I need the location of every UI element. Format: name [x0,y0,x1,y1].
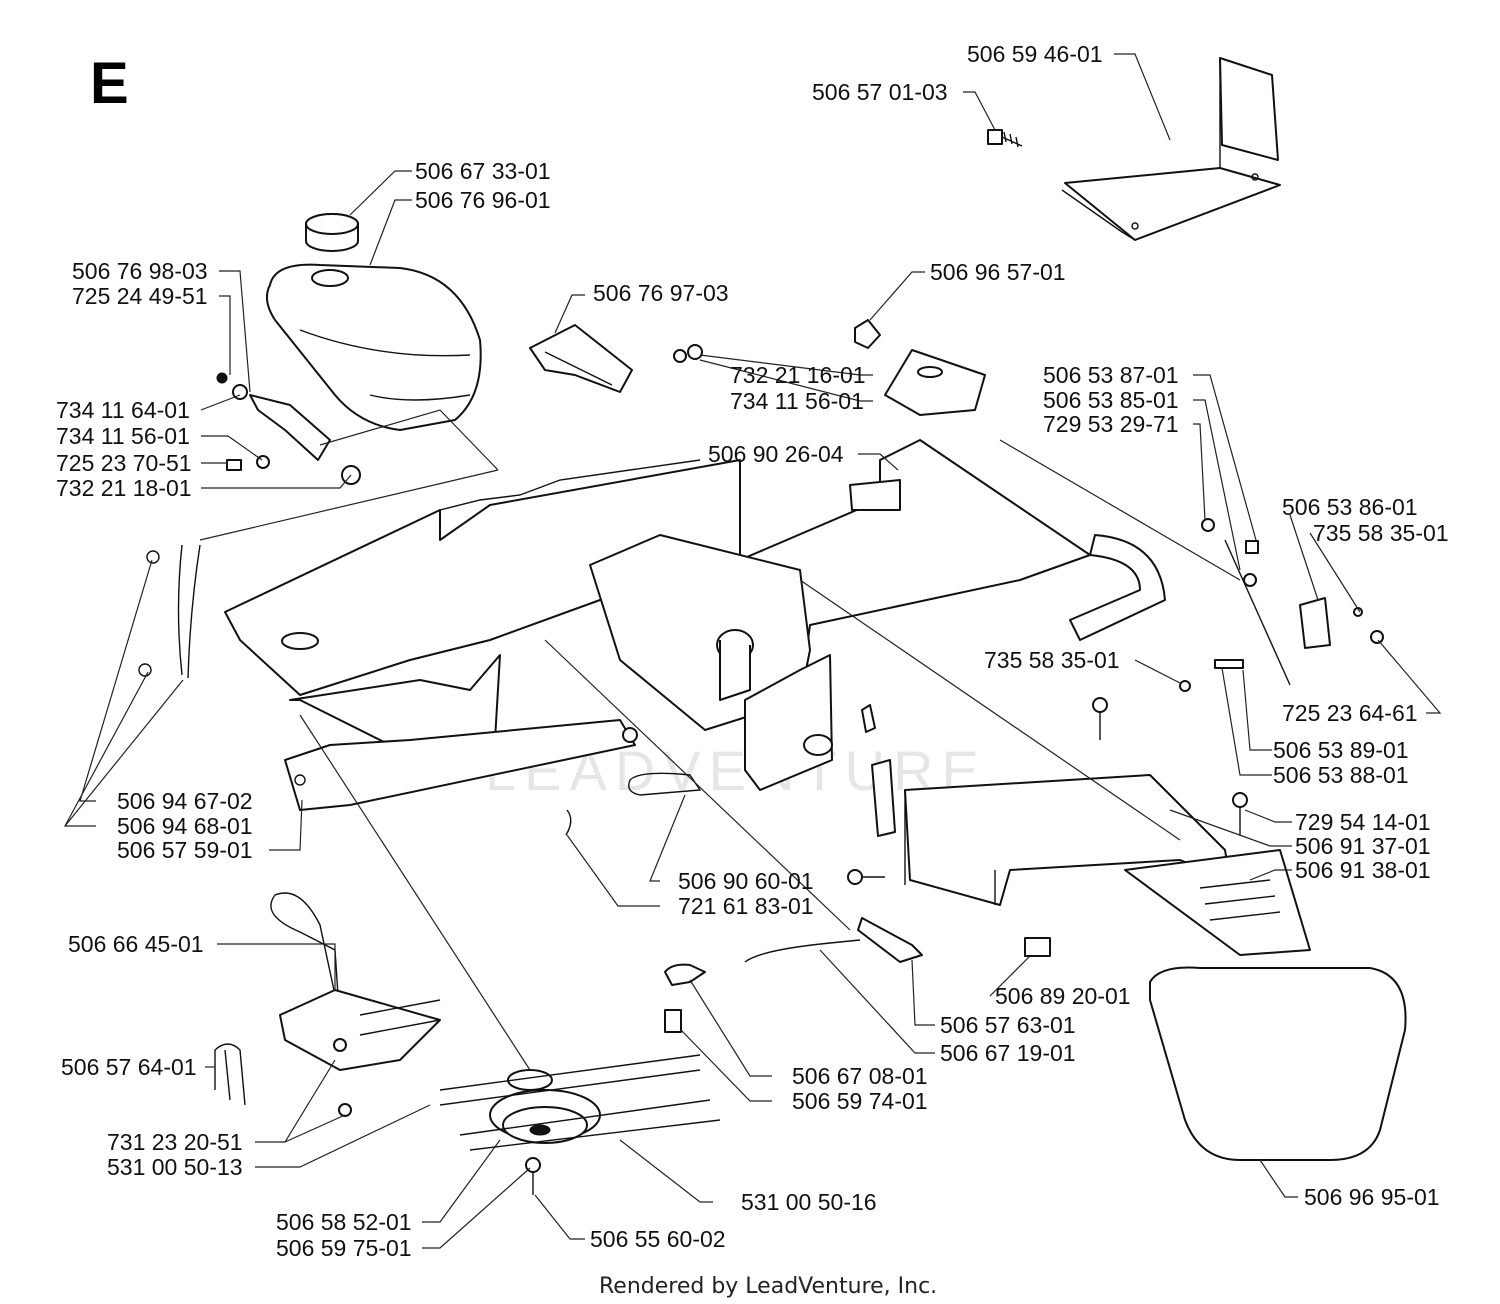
part-label: 506 90 26-04 [708,441,844,467]
part-label: 506 57 63-01 [940,1012,1076,1038]
fuel-cap-drawing [305,213,359,252]
part-label: 506 53 86-01 [1282,494,1418,520]
part-label: 506 76 97-03 [593,280,729,306]
part-label: 506 55 60-02 [590,1226,726,1252]
part-label: 506 67 08-01 [792,1063,928,1089]
tank-bracket-drawing [529,324,633,393]
part-label: 506 94 67-02 [117,788,253,814]
part-label: 735 58 35-01 [1313,520,1449,546]
part-drawings [138,57,1407,1195]
part-label: 506 67 19-01 [940,1040,1076,1066]
part-label: 721 61 83-01 [678,893,814,919]
part-label: 725 24 49-51 [72,283,208,309]
leader-lines [63,53,1442,1249]
part-label: 729 54 14-01 [1295,809,1431,835]
part-label: 729 53 29-71 [1043,411,1179,437]
part-label: 506 59 46-01 [967,41,1103,67]
part-label: 732 21 16-01 [730,362,866,388]
hood-drawing [1149,966,1407,1161]
part-label: 506 58 52-01 [276,1209,412,1235]
strap-drawing [216,372,361,485]
throttle-linkage-drawing [1179,518,1384,692]
dash-cover-drawing [847,697,1311,956]
part-label: 506 89 20-01 [995,983,1131,1009]
seat-pan-drawing [1061,57,1281,241]
part-label: 731 23 20-51 [107,1129,243,1155]
part-label: 506 57 59-01 [117,837,253,863]
part-label: 506 59 74-01 [792,1088,928,1114]
part-label: 506 96 95-01 [1304,1184,1440,1210]
screw-drawing [987,129,1023,148]
part-label: 735 58 35-01 [984,647,1120,673]
part-label: 506 90 60-01 [678,868,814,894]
part-label: 725 23 70-51 [56,450,192,476]
section-letter: E [90,51,129,116]
part-label: 734 11 56-01 [56,423,190,449]
part-label: 506 57 01-03 [812,79,948,105]
part-label: 506 59 75-01 [276,1235,412,1261]
frame-pipe-drawing [1069,534,1166,641]
part-label: 506 91 37-01 [1295,833,1431,859]
fuel-tank-drawing [265,263,482,431]
part-label: 732 21 18-01 [56,475,192,501]
part-label: 506 53 88-01 [1273,762,1409,788]
lever-drawing [270,892,339,996]
part-label: 506 76 98-03 [72,258,208,284]
part-label: 506 94 68-01 [117,813,253,839]
footer-credit: Rendered by LeadVenture, Inc. [599,1274,937,1299]
spring-drawing [628,772,702,796]
part-label: 506 96 57-01 [930,259,1066,285]
part-label: 734 11 56-01 [730,388,864,414]
front-plate-drawing [589,534,833,791]
part-label: 506 53 85-01 [1043,387,1179,413]
pulley-assembly-drawing [439,1054,721,1195]
part-label: 506 76 96-01 [415,187,551,213]
part-label: 506 67 33-01 [415,158,551,184]
part-label: 734 11 64-01 [56,397,190,423]
nut-drawing [854,319,881,349]
part-label: 725 23 64-61 [1282,700,1418,726]
part-label: 506 53 87-01 [1043,362,1179,388]
part-label: 506 57 64-01 [61,1054,197,1080]
part-label: 506 91 38-01 [1295,857,1431,883]
part-label: 506 53 89-01 [1273,737,1409,763]
part-label: 531 00 50-16 [741,1189,877,1215]
part-label: 506 66 45-01 [68,931,204,957]
part-labels: 506 59 46-01 506 57 01-03 506 67 33-01 5… [56,41,1449,1261]
part-label: 531 00 50-13 [107,1154,243,1180]
